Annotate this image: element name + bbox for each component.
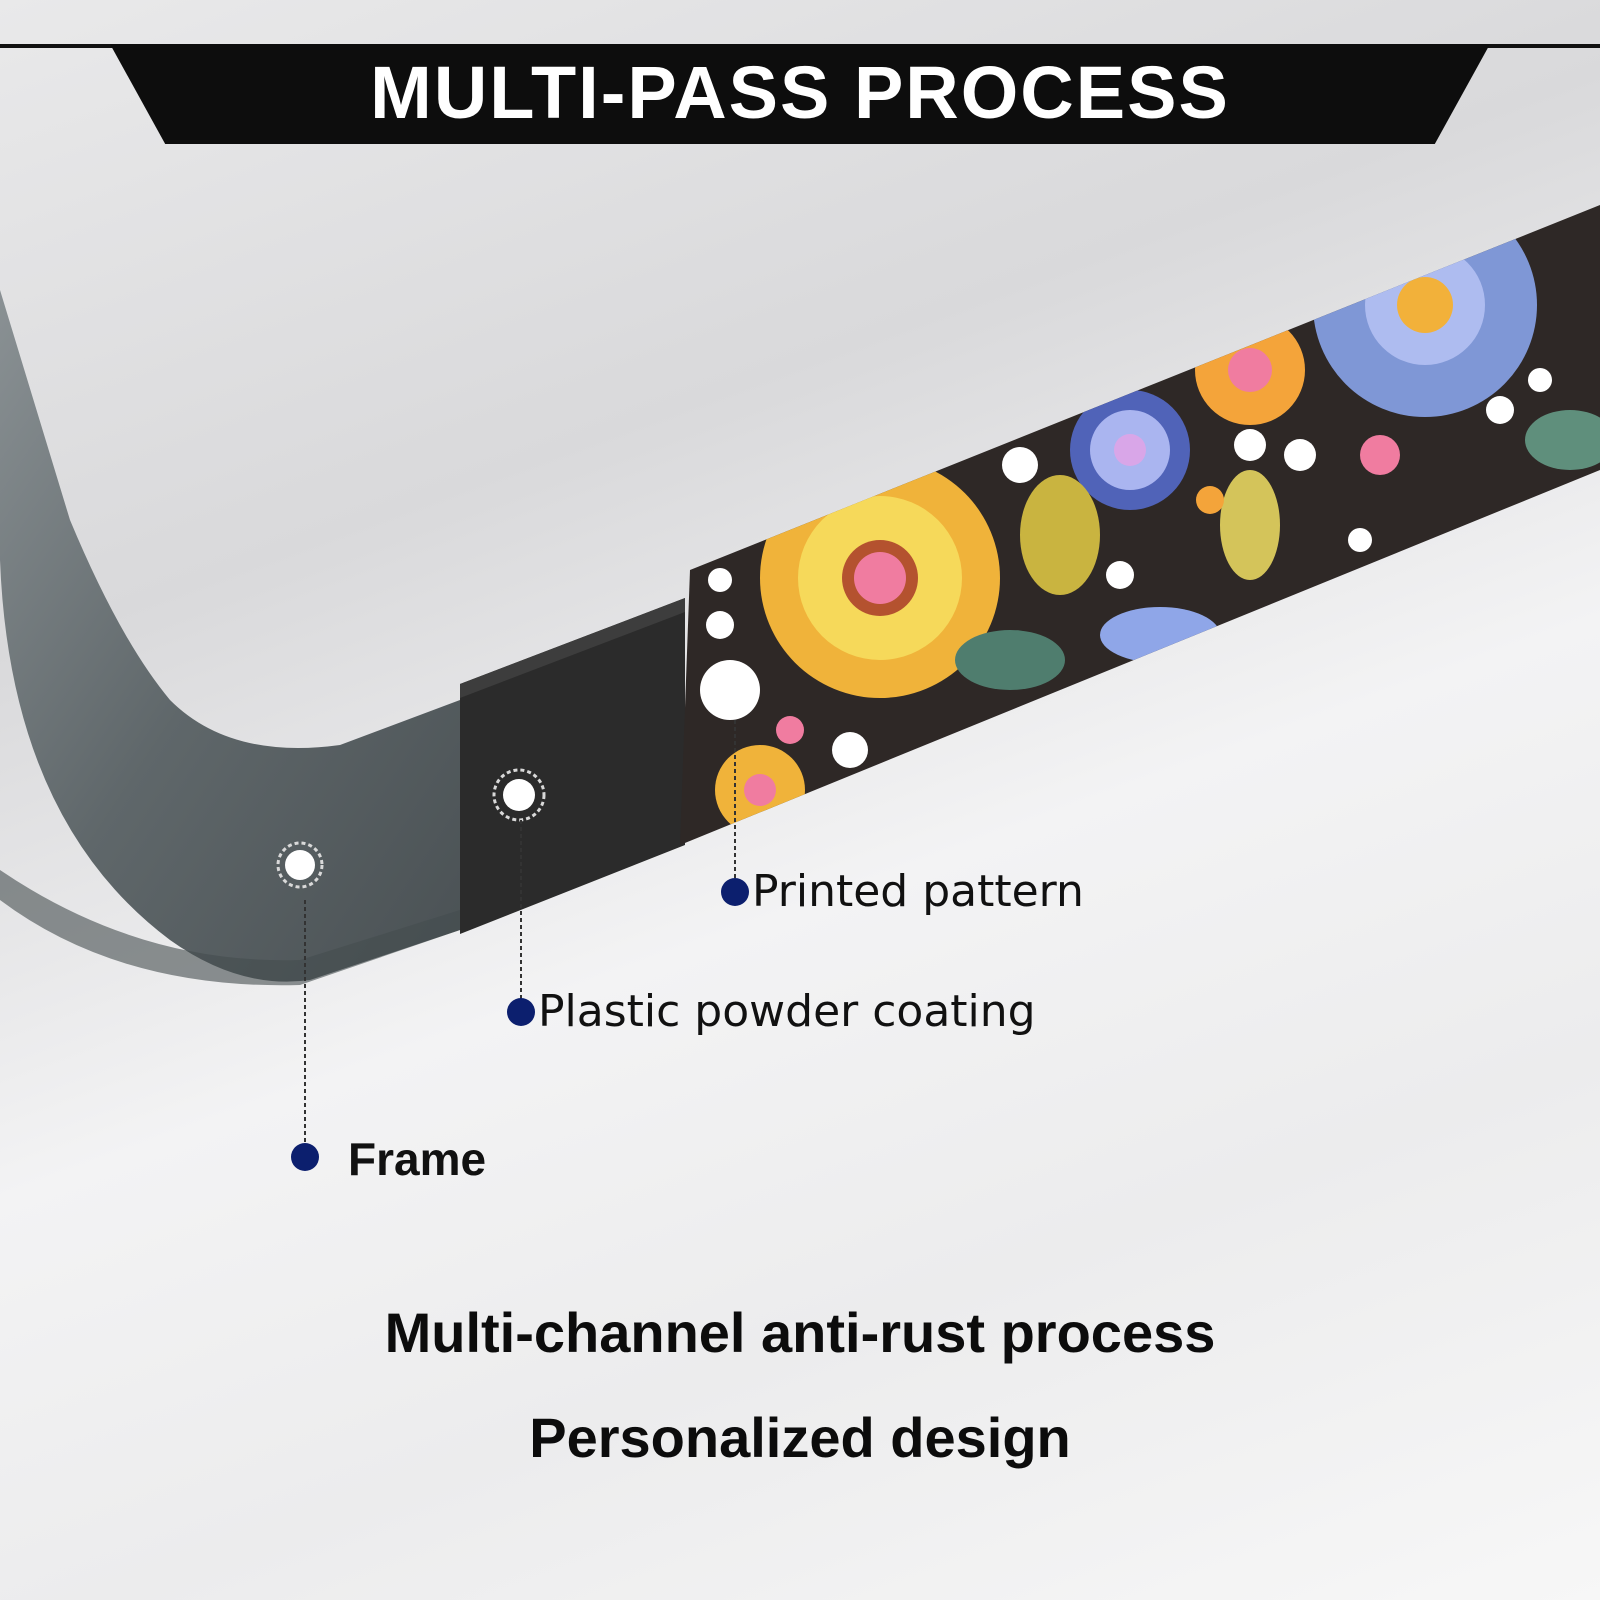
mounting-hole-icon: [276, 841, 324, 889]
caption-personalized: Personalized design: [529, 1406, 1071, 1469]
metal-frame: [0, 290, 460, 982]
title-banner: [110, 44, 1490, 144]
pattern-marker-dot: [721, 878, 749, 906]
frame-marker-dot: [291, 1143, 319, 1171]
mounting-hole-icon: [492, 768, 546, 822]
caption-anti-rust: Multi-channel anti-rust process: [384, 1301, 1216, 1364]
page-title: MULTI-PASS PROCESS: [370, 51, 1230, 134]
powder-coating-section: [460, 598, 685, 934]
coating-marker-dot: [507, 998, 535, 1026]
frame-label: Frame: [348, 1133, 487, 1185]
printed-pattern-label: Printed pattern: [752, 866, 1084, 917]
plastic-powder-coating-label: Plastic powder coating: [538, 986, 1036, 1037]
